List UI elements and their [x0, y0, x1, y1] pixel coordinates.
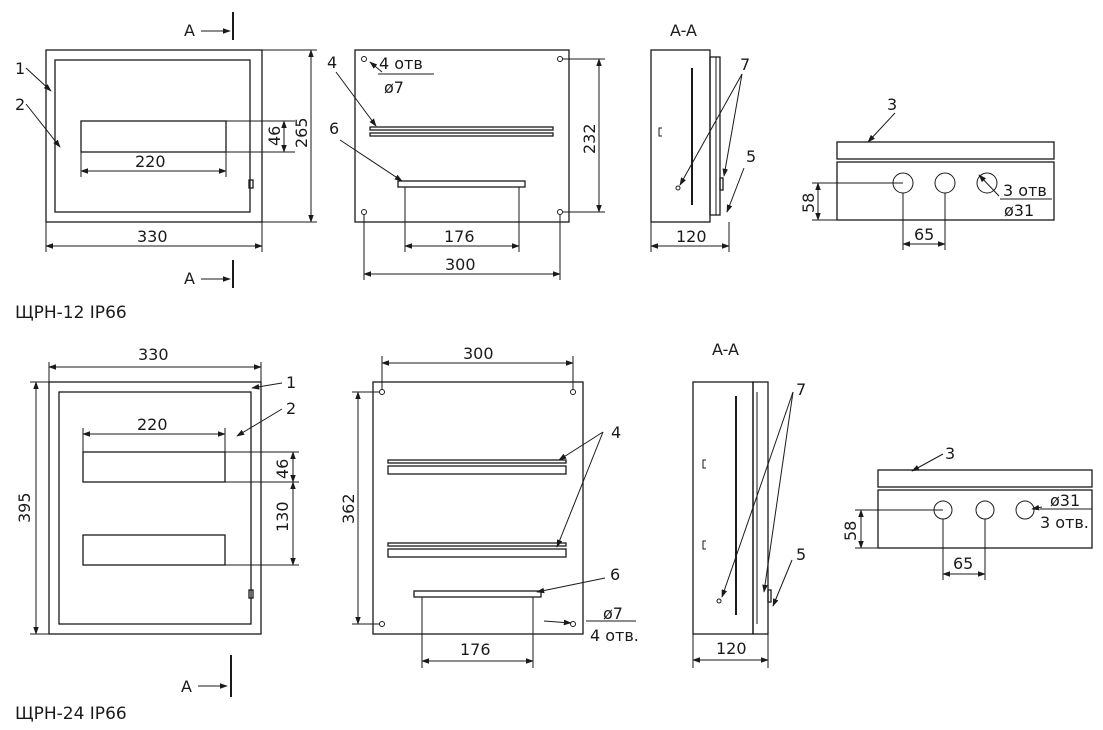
model1-front-view: 1 2 220 46 265 330 A A ЩРН-12 IP66 — [15, 12, 317, 323]
model2-dim-side-height: 58 — [841, 521, 860, 541]
model2-dim-mount-height: 362 — [339, 493, 358, 524]
model1-callout-2: 2 — [15, 95, 25, 114]
model1-dim-width: 330 — [137, 227, 168, 246]
model2-section-title: A-A — [712, 340, 739, 359]
model2-dim-rail-length: 176 — [460, 640, 491, 659]
model1-dim-depth: 120 — [676, 227, 707, 246]
model2-side-view: 3 ø31 3 отв. 58 65 — [841, 444, 1093, 580]
model2-section-door — [752, 381, 769, 635]
model2-dim-height: 395 — [15, 492, 34, 523]
model2-din-rail-1a — [387, 459, 567, 464]
model2-door — [58, 391, 252, 625]
model1-callout-6: 6 — [329, 119, 339, 138]
model2-callout-1: 1 — [286, 373, 296, 392]
model2-callout-6: 6 — [610, 565, 620, 584]
model1-dim-din-height: 46 — [265, 126, 284, 146]
model1-callout-1: 1 — [15, 59, 25, 78]
model2-callout-7: 7 — [796, 380, 806, 399]
model1-side-view: 3 3 отв ø31 58 65 — [799, 95, 1055, 250]
model2-callout-4: 4 — [611, 423, 621, 442]
model2-holes-count: 4 отв. — [590, 626, 639, 645]
model1-dim-din-length: 220 — [135, 152, 166, 171]
model1-plate — [354, 49, 570, 223]
model1-mounting-plate: 4 отв ø7 4 6 232 176 300 — [327, 49, 605, 280]
model2-neutral-rail — [413, 590, 542, 598]
model2-callout-5: 5 — [796, 545, 806, 564]
model1-section-arrow-top: A — [184, 21, 195, 40]
model2-plate — [372, 381, 584, 635]
model2-dim-din-length: 220 — [137, 415, 168, 434]
model1-side-holes-count: 3 отв — [1003, 181, 1047, 200]
model2-gland-hole — [1015, 500, 1035, 520]
model2-dim-din-height: 46 — [273, 459, 292, 479]
model1-neutral-rail — [397, 180, 526, 188]
model1-section-door — [709, 56, 721, 216]
model1-dim-hole-pitch: 65 — [914, 225, 934, 244]
model1-door — [54, 59, 251, 213]
model1-callout-5: 5 — [746, 147, 756, 166]
model1-lock — [248, 179, 254, 189]
model2-dim-depth: 120 — [716, 639, 747, 658]
model1-section-title: A-A — [670, 21, 697, 40]
model2-gland-hole — [975, 500, 995, 520]
model1-outer-box — [45, 49, 263, 223]
model1-callout-7: 7 — [740, 55, 750, 74]
model1-gland-hole — [976, 172, 998, 194]
model2-dim-mount-width: 300 — [463, 344, 494, 363]
model1-gland-hole — [934, 172, 956, 194]
model1-din-rail-top — [369, 126, 554, 131]
model2-din-rail-2b — [387, 548, 567, 558]
model2-front-view: 1 2 330 220 395 46 130 A ЩРН-24 IP66 — [15, 345, 299, 724]
model2-din-window-2 — [82, 534, 226, 566]
model1-din-rail-bottom — [369, 132, 554, 137]
model2-callout-2: 2 — [286, 399, 296, 418]
model1-side-holes-dia: ø31 — [1004, 201, 1034, 220]
model2-title: ЩРН-24 IP66 — [15, 704, 127, 724]
model1-callout-4: 4 — [327, 53, 337, 72]
model1-dim-mount-height: 232 — [580, 123, 599, 154]
model1-dim-rail-length: 176 — [444, 227, 475, 246]
model2-dim-hole-pitch: 65 — [953, 554, 973, 573]
model2-outer-box — [48, 381, 262, 635]
model2-din-rail-1b — [387, 465, 567, 475]
model2-dim-row-pitch: 130 — [273, 501, 292, 532]
model2-section-arrow: A — [181, 677, 192, 696]
model1-section-view: A-A 7 5 120 — [650, 21, 756, 252]
model1-dim-mount-width: 300 — [445, 255, 476, 274]
model1-side-lid — [836, 141, 1055, 160]
model1-title: ЩРН-12 IP66 — [15, 303, 127, 323]
model2-mounting-plate: 300 362 4 6 176 ø7 4 отв. — [339, 344, 639, 668]
model2-section-body — [692, 381, 754, 635]
model1-holes-count: 4 отв — [379, 54, 423, 73]
model2-side-holes-dia: ø31 — [1050, 491, 1080, 510]
model2-din-window-1 — [82, 451, 226, 483]
model1-section-arrow-bottom: A — [184, 269, 195, 288]
model1-callout-3: 3 — [887, 95, 897, 114]
model2-lock — [248, 589, 254, 599]
model1-dim-height: 265 — [292, 117, 311, 148]
model2-din-rail-2a — [387, 542, 567, 547]
model1-holes-dia: ø7 — [384, 78, 404, 97]
model2-dim-width: 330 — [138, 345, 169, 364]
model2-side-holes-count: 3 отв. — [1040, 513, 1089, 532]
model2-side-lid — [877, 469, 1093, 488]
model2-holes-dia: ø7 — [603, 604, 623, 623]
model1-din-window — [80, 120, 227, 153]
model2-callout-3: 3 — [945, 444, 955, 463]
model1-dim-side-height: 58 — [799, 193, 818, 213]
model2-section-view: A-A 7 5 120 — [692, 340, 806, 668]
